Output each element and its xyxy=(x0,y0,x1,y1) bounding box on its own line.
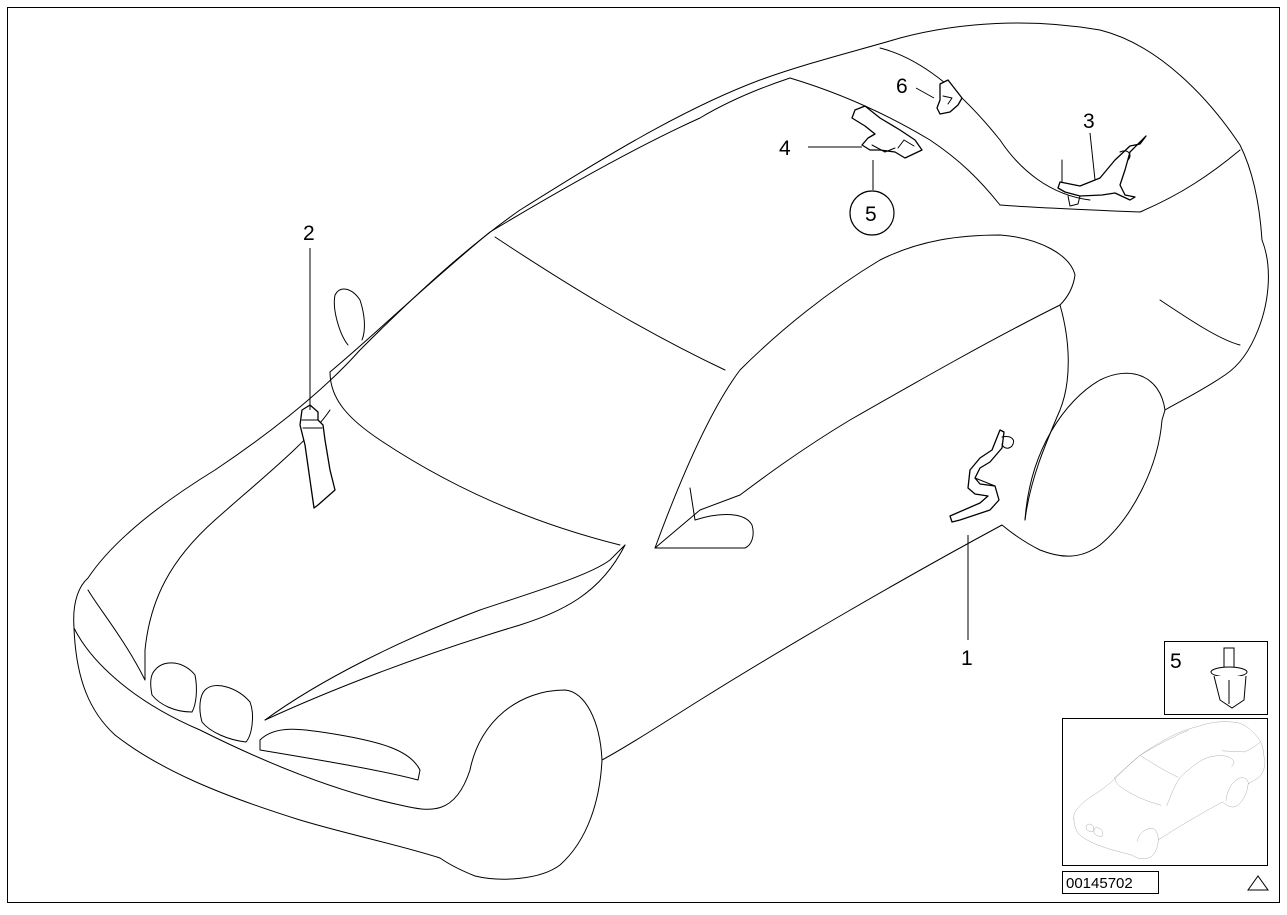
hood-front xyxy=(264,544,626,721)
rivet-clip-icon xyxy=(1210,647,1248,709)
callout-3: 3 xyxy=(1083,110,1095,133)
side-window xyxy=(654,234,1076,549)
part-4-roof-bracket[interactable] xyxy=(851,105,923,159)
callout-5: 5 xyxy=(865,203,877,226)
car-outline xyxy=(73,22,1269,880)
part-3-harness-holder[interactable] xyxy=(1057,135,1147,207)
grille-left xyxy=(150,662,197,713)
callout-labels: 2 1 3 4 6 5 xyxy=(303,75,1095,670)
triangle-icon xyxy=(1247,875,1269,891)
hood-line xyxy=(144,409,331,651)
door-line xyxy=(1024,304,1069,521)
side-mirror xyxy=(654,487,754,549)
part-2-pillar-bracket[interactable] xyxy=(299,404,336,509)
door-sill xyxy=(654,494,741,549)
rear-window-inner xyxy=(879,47,1091,201)
roof-line xyxy=(329,77,791,373)
rear-bumper xyxy=(1159,299,1241,346)
overview-car-thumbnail xyxy=(1073,721,1266,859)
overview-frame xyxy=(1062,718,1268,866)
callout-5-circle xyxy=(849,190,895,236)
headlight-left xyxy=(87,589,146,681)
inset-overview xyxy=(1062,718,1268,866)
rear-wheel-arch xyxy=(1024,372,1166,521)
callout-2: 2 xyxy=(303,222,315,245)
rear-window xyxy=(999,149,1241,213)
a-pillar xyxy=(494,236,726,371)
windshield-base xyxy=(329,371,621,546)
reference-box: 00145702 xyxy=(1062,871,1159,894)
reference-frame xyxy=(1062,871,1159,894)
reference-number: 00145702 xyxy=(1066,875,1133,892)
far-mirror xyxy=(333,288,365,346)
inset-part-5: 5 xyxy=(1164,641,1268,715)
bumper-line xyxy=(73,627,471,810)
headlight-right xyxy=(259,728,421,781)
hood-crease xyxy=(264,544,626,721)
leader-lines xyxy=(309,87,1096,640)
grille-right xyxy=(199,685,254,743)
callout-4: 4 xyxy=(779,137,791,160)
roof-top xyxy=(789,77,1001,206)
part-1-wiring-channel[interactable] xyxy=(949,429,1015,523)
callout-1: 1 xyxy=(961,647,973,670)
part-6-clip[interactable] xyxy=(936,79,963,115)
front-fender xyxy=(469,689,603,771)
drawing-frame xyxy=(7,7,1280,903)
callout-6: 6 xyxy=(896,75,908,98)
inset-part-5-label: 5 xyxy=(1170,650,1182,673)
